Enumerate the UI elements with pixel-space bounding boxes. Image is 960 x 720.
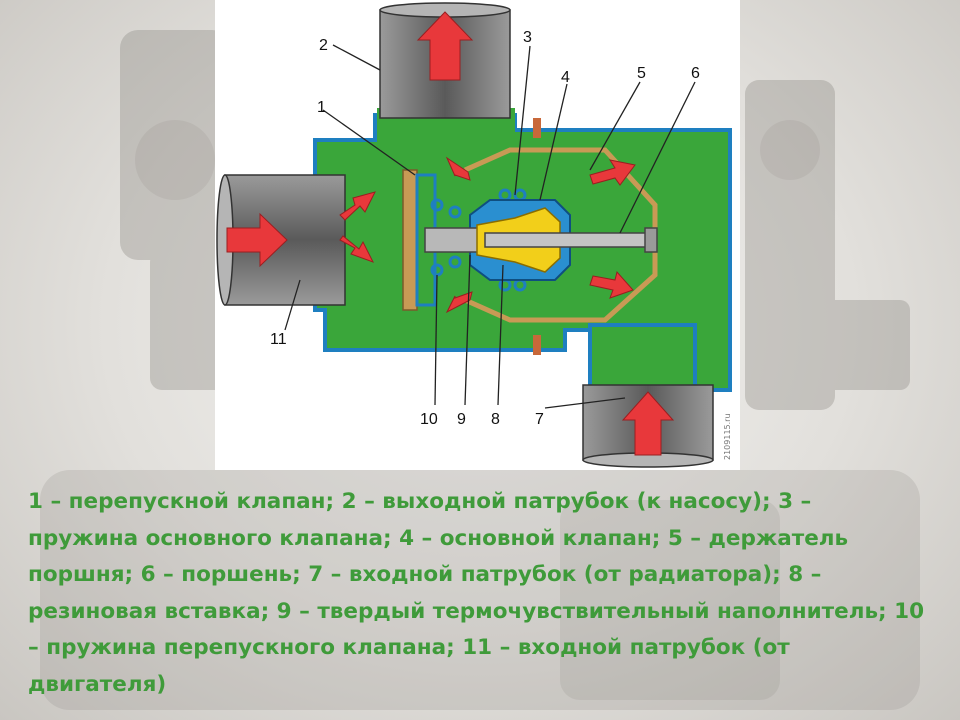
thermostat-diagram: 2 1 3 4 5 6 7 8 9 10 11 — [215, 0, 740, 470]
label-7: 7 — [535, 411, 544, 428]
label-2: 2 — [319, 37, 328, 54]
label-11: 11 — [270, 331, 287, 348]
flow-arrow-right — [226, 212, 288, 268]
label-10: 10 — [420, 411, 438, 428]
legend-caption: 1 – перепускной клапан; 2 – выходной пат… — [28, 489, 925, 697]
engine-inlet-pipe — [216, 174, 346, 306]
piston-rod — [484, 227, 658, 253]
label-5: 5 — [637, 65, 646, 82]
label-4: 4 — [561, 69, 570, 86]
flow-arrow-up-inlet — [621, 391, 675, 456]
label-3: 3 — [523, 29, 532, 46]
label-6: 6 — [691, 65, 700, 82]
outlet-pipe — [379, 2, 511, 119]
watermark: 2109115.ru — [723, 413, 732, 460]
label-9: 9 — [457, 411, 466, 428]
radiator-inlet-pipe — [582, 384, 714, 468]
internal-flow-arrows — [339, 156, 636, 314]
leader-lines — [284, 44, 696, 409]
label-1: 1 — [317, 99, 326, 116]
part-labels: 2 1 3 4 5 6 7 8 9 10 11 — [270, 29, 700, 428]
label-8: 8 — [491, 411, 500, 428]
flow-arrow-up — [416, 11, 474, 81]
